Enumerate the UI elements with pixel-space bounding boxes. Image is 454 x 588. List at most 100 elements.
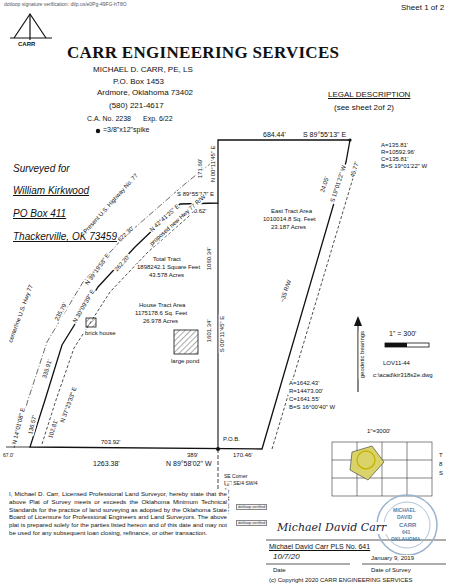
plat-label: 1175178.6 Sq. Feet [134, 310, 188, 317]
plat-label: S 89°55'13" E [302, 131, 347, 139]
plat-label: Date [272, 567, 287, 574]
client-info: Thackerville, OK 73459 [12, 231, 118, 242]
plat-label: T [438, 452, 444, 459]
plat-label: 1010014.8 Sq. Feet [262, 216, 317, 223]
dotloop-stamp: dotloop verified [236, 520, 267, 526]
bearing-label: N 00°11'45" E [210, 144, 217, 183]
plat-label: East Tract Area [270, 208, 313, 215]
bearing-label: 235.79' [53, 301, 69, 323]
inset-highlight [357, 451, 375, 469]
plat-label: 1263.38' [92, 460, 121, 468]
signature: Michael David Carr [276, 522, 387, 534]
seal-text: DAVID [396, 515, 413, 521]
pond [174, 330, 198, 354]
bearing-label: ~35 R/W [279, 278, 293, 304]
scale-bar [385, 343, 429, 347]
bearing-label: 1060.34' [206, 246, 213, 271]
date-line [362, 564, 446, 565]
plat-label: SE Corner [223, 474, 248, 480]
plat-label: P.O.B. [222, 436, 241, 443]
brick-house [86, 318, 96, 327]
plat-label: Sheet 1 of 2 [400, 4, 445, 13]
plat-label: 43.578 Acres [148, 272, 185, 279]
bearing-label: centerline U.S. Hwy 77 [7, 283, 35, 344]
bearing-label: S 19°01'22" W [329, 164, 348, 205]
client-info: PO Box 411 [12, 208, 67, 219]
plat-label: Date of Survey [370, 567, 412, 574]
plat-label: (580) 221-4617 [108, 102, 165, 111]
italic-text: Surveyed for [12, 163, 71, 174]
bearing-label: 24.05' [319, 175, 331, 194]
plat-label: House Tract Area [138, 302, 186, 309]
seal-text: CARR [398, 522, 417, 529]
seal-text: MICHAEL [392, 508, 417, 514]
plat-label: S [438, 470, 444, 477]
plat-label: brick house [84, 330, 117, 337]
bearing-label: 262.20' [113, 253, 132, 273]
plat-label: 389' [186, 452, 199, 459]
scale-bar-fill [385, 343, 407, 347]
plat-label: MICHAEL D. CARR, PE, LS [92, 66, 194, 75]
italic-text: 10/7/20 [272, 553, 301, 562]
plat-label: c:\acad\kir318s2e.dwg [372, 372, 434, 379]
plat-line [332, 478, 432, 479]
plat-label: 23.187 Acres [270, 224, 307, 231]
corner-marker [348, 138, 351, 141]
plat-label: 1898242.1 Square Feet [136, 264, 201, 271]
proposed-row [42, 210, 196, 444]
plat-label: B=S 16°00'40" W [288, 404, 336, 411]
plat-line [407, 442, 408, 496]
plat-label: LOV11-44 [382, 360, 411, 367]
plat-label: 67.0' [2, 453, 15, 459]
north-arrow-head [354, 316, 362, 326]
plat-label: C.A. No. 2238 [86, 115, 132, 123]
logo-text: CARR [17, 41, 36, 48]
seal-text: 641 [401, 530, 411, 536]
plat-label: 8 [438, 461, 443, 468]
plat-label: large pond [170, 358, 200, 365]
verification-note: dotloop signature verification: dtlp.us/… [3, 2, 128, 8]
plat-line [29, 14, 30, 40]
plat-label: 684.44' [262, 131, 287, 139]
plat-line [382, 442, 383, 496]
plat-label: Exp. 6/22 [142, 115, 174, 123]
bearing-label: 45.77' [349, 160, 361, 179]
plat-label: January 9, 2019 [370, 555, 415, 562]
bearing-label: S 00°11'45" E [219, 315, 226, 354]
bearing-label: N 39°19'58" E [83, 252, 111, 288]
pob-marker [216, 447, 220, 451]
plat-line [332, 442, 432, 496]
company-name: CARR ENGINEERING SERVICES [66, 44, 340, 63]
plat-label: C=135.81' [380, 156, 409, 163]
date-line [266, 564, 350, 565]
plat-label: A=135.81' [380, 142, 409, 149]
plat-label: 26.978 Acres [142, 318, 179, 325]
plat-label: (see sheet 2of 2) [333, 104, 395, 113]
plat-label: 703.92' [100, 439, 122, 446]
bearing-label: geodetic bearings [359, 330, 366, 379]
underlined-text: LEGAL DESCRIPTION [327, 91, 411, 100]
plat-label: 1"=3000' [366, 428, 391, 435]
plat-label: C=1641.55' [288, 396, 321, 403]
seal-text: OKLAHOMA [390, 537, 421, 543]
plat-label: Ardmore, Oklahoma 73402 [96, 89, 194, 98]
plat-label: 170.46' [232, 452, 254, 459]
plat-label: P.O. Box 1453 [112, 78, 165, 87]
vicinity-map [332, 442, 432, 496]
plat-label: A=1642.43' [288, 380, 320, 387]
plat-label: 1" = 300' [388, 330, 417, 338]
plat-label: Total Tract [152, 256, 182, 263]
plat-label: B=S 19°01'22" W [380, 163, 428, 170]
plat-label: (c) Copyright 2020 CARR ENGINEERING SERV… [268, 577, 414, 584]
bearing-label: N 37°23'33" E [59, 385, 79, 424]
plat-label: N 89°58'02" W [165, 460, 213, 468]
plat-line [10, 37, 52, 38]
plat-label: R=10592.96' [380, 149, 416, 156]
underlined-text: Michael David Carr PLS No. 641 [268, 543, 371, 551]
plat-label: R=14473.00' [288, 388, 324, 395]
client-info: William Kirkwood [12, 185, 90, 196]
bearing-label: 102.81' [47, 418, 60, 440]
dotloop-stamp: dotloop verified [236, 504, 267, 510]
bearing-label: 171.69' [197, 158, 204, 180]
